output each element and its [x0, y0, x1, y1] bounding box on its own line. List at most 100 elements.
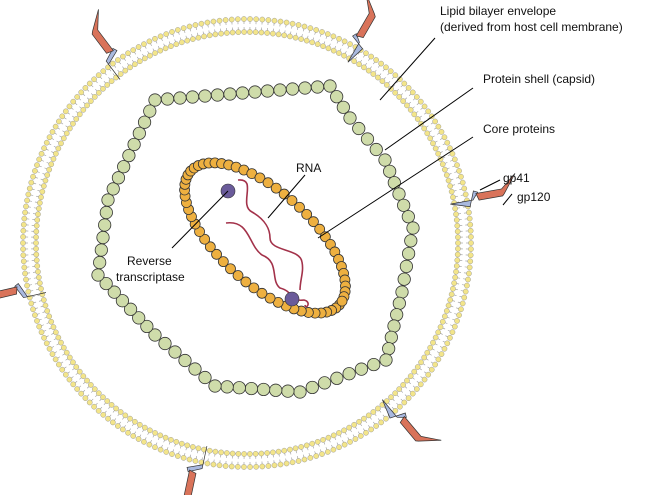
- lipid-head: [66, 103, 73, 110]
- capsid-protein: [269, 383, 283, 397]
- lipid-head: [373, 57, 379, 63]
- lipid-head: [146, 38, 153, 45]
- lipid-head: [212, 31, 219, 38]
- lipid-head: [32, 312, 38, 318]
- capsid-protein: [367, 357, 381, 372]
- lipid-head: [137, 421, 143, 428]
- lipid-head: [387, 68, 394, 74]
- lipid-head: [80, 107, 87, 113]
- lipid-head: [204, 460, 211, 467]
- lipid-head: [365, 67, 372, 74]
- lipid-head: [330, 33, 337, 40]
- lipid-head: [346, 424, 352, 431]
- capsid-protein: [198, 370, 212, 385]
- lipid-head: [24, 197, 30, 204]
- spike: [347, 0, 376, 63]
- lipid-head: [44, 172, 51, 178]
- lipid-head: [438, 129, 445, 135]
- lipid-head: [95, 72, 102, 78]
- lipid-head: [430, 339, 436, 346]
- lipid-head: [66, 376, 73, 383]
- lipid-head: [468, 234, 474, 240]
- lipid-head: [53, 329, 59, 336]
- lipid-head: [56, 118, 62, 125]
- lipid-head: [388, 85, 394, 92]
- lipid-head: [34, 217, 41, 223]
- capsid-protein: [369, 142, 383, 157]
- lipid-head: [455, 245, 461, 252]
- lipid-head: [241, 16, 247, 22]
- lipid-head: [24, 282, 30, 289]
- lipid-head: [259, 463, 266, 470]
- lipid-head: [39, 291, 46, 298]
- capsid-protein: [158, 336, 172, 351]
- capsid-protein: [285, 82, 300, 96]
- lipid-head: [303, 37, 310, 44]
- lipid-head: [34, 162, 40, 168]
- capsid-protein: [132, 311, 146, 325]
- capsid-protein: [256, 382, 271, 397]
- lipid-head: [461, 185, 468, 192]
- capsid-protein: [390, 308, 404, 322]
- lipid-head: [466, 209, 472, 216]
- lipid-head: [435, 123, 442, 130]
- lipid-head: [275, 448, 282, 455]
- lipid-head: [417, 381, 424, 388]
- capsid-protein: [397, 272, 411, 286]
- capsid-protein: [143, 104, 157, 118]
- lipid-head: [298, 36, 304, 42]
- lipid-head: [73, 364, 80, 370]
- lipid-head: [50, 156, 57, 162]
- capsid-protein: [248, 85, 262, 99]
- lipid-head: [22, 209, 28, 216]
- core-protein-shell: [179, 157, 351, 319]
- lipid-head: [96, 390, 102, 397]
- lipid-head: [20, 221, 27, 228]
- lipid-head: [235, 464, 241, 470]
- capsid-protein: [395, 285, 409, 299]
- lipid-head: [33, 245, 39, 252]
- lipid-head: [152, 444, 158, 451]
- lipid-head: [198, 20, 205, 27]
- lipid-head: [78, 89, 85, 96]
- lipid-head: [447, 297, 453, 303]
- capsid-protein: [404, 234, 418, 248]
- lipid-head: [38, 329, 45, 336]
- lipid-head: [453, 268, 459, 275]
- capsid-protein: [98, 218, 112, 232]
- lipid-head: [407, 373, 414, 379]
- lipid-head: [206, 447, 213, 454]
- core-protein: [232, 270, 244, 281]
- lipid-head: [23, 276, 29, 283]
- lipid-head: [287, 446, 293, 453]
- lipid-head: [37, 200, 43, 206]
- lipid-head: [378, 419, 384, 426]
- capsid-protein: [137, 115, 152, 129]
- lipid-head: [142, 55, 148, 62]
- lipid-head: [201, 446, 207, 453]
- lipid-head: [52, 356, 59, 363]
- capsid-protein: [343, 111, 357, 125]
- lipid-head: [265, 463, 272, 469]
- lipid-head: [301, 23, 308, 30]
- lipid-head: [180, 455, 187, 461]
- lipid-head: [228, 16, 235, 23]
- lipid-head: [82, 395, 89, 401]
- lipid-head: [313, 27, 320, 33]
- lipid-head: [33, 240, 39, 246]
- lipid-head: [41, 335, 47, 341]
- lipid-head: [60, 135, 67, 142]
- lipid-head: [229, 29, 236, 36]
- gp120-surface: [91, 9, 114, 54]
- lipid-head: [91, 386, 98, 392]
- lipid-head: [28, 300, 35, 307]
- lipid-head: [32, 168, 38, 174]
- core-protein: [336, 295, 348, 307]
- lipid-head: [320, 437, 326, 443]
- lipid-head: [152, 50, 158, 56]
- lipid-head: [435, 356, 442, 363]
- lipid-head: [174, 27, 181, 33]
- lipid-head: [34, 263, 41, 269]
- lipid-head: [341, 441, 348, 448]
- lipid-head: [62, 108, 69, 115]
